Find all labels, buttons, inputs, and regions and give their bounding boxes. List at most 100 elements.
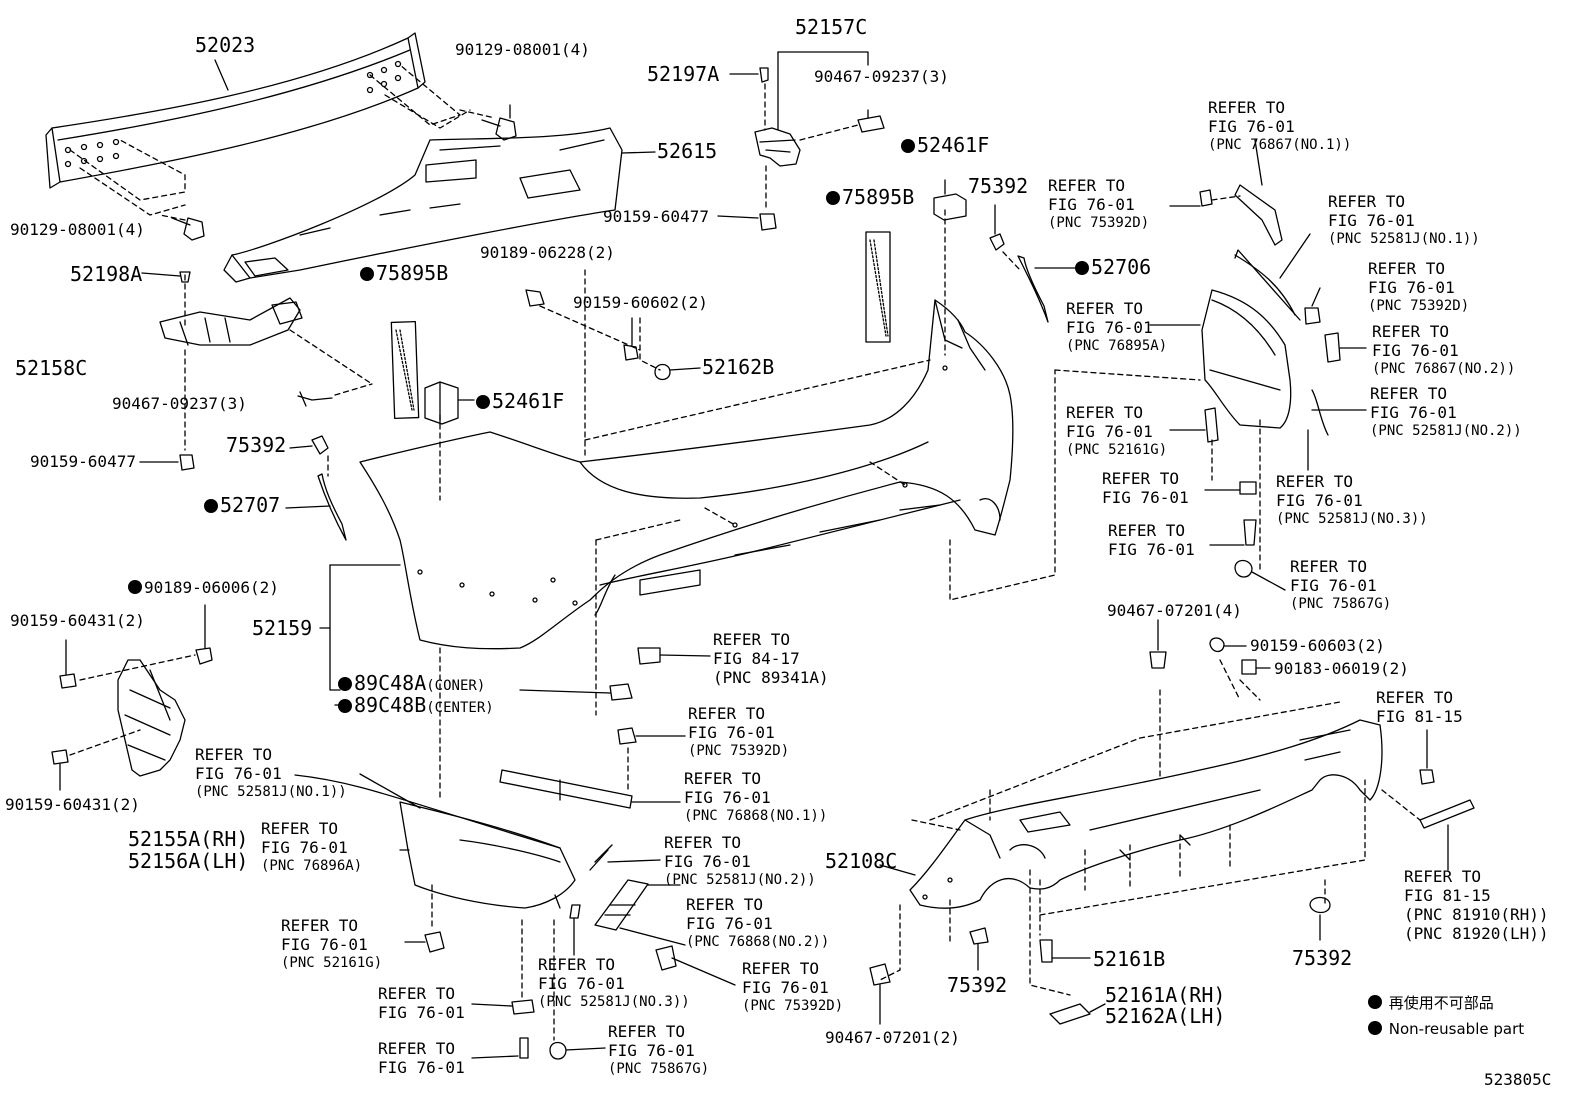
legend-ja: 再使用不可部品: [1368, 994, 1494, 1013]
non-reusable-mark: [128, 580, 142, 594]
rear-diffuser: [909, 719, 1383, 909]
bumper-cover: [359, 299, 1014, 650]
label-90159-60477-mid: 90159-60477: [603, 207, 709, 226]
label-90467-left: 90467-09237(3): [112, 394, 247, 413]
label-90467-07201-top: 90467-07201(4): [1107, 601, 1242, 620]
label-52023: 52023: [195, 33, 256, 57]
label-90129-top: 90129-08001(4): [455, 40, 590, 59]
label-75895b-left: 75895B: [360, 262, 448, 284]
reflector-75895b-mid: [865, 231, 891, 343]
non-reusable-mark: [826, 191, 840, 205]
label-52155a: 52155A(RH): [128, 827, 249, 851]
label-90159-60603: 90159-60603(2): [1250, 636, 1385, 655]
mudguard-liner: [1201, 249, 1301, 429]
label-89c48b: 89C48B(CENTER): [338, 694, 494, 719]
label-90189-06228: 90189-06228(2): [480, 243, 615, 262]
legend-en: Non-reusable part: [1368, 1020, 1524, 1039]
label-75392-top: 75392: [968, 174, 1029, 198]
bolt-90129-top: [481, 104, 517, 141]
non-reusable-mark: [204, 499, 218, 513]
non-reusable-mark: [360, 267, 374, 281]
non-reusable-mark: [338, 677, 352, 691]
non-reusable-mark: [1075, 261, 1089, 275]
label-52108c: 52108C: [825, 849, 898, 873]
non-reusable-mark: [901, 139, 915, 153]
side-bracket-left: [159, 297, 303, 346]
label-52156a: 52156A(LH): [128, 849, 249, 873]
label-52461f-top: 52461F: [901, 134, 989, 156]
label-52461f-left: 52461F: [476, 390, 564, 412]
label-52158c: 52158C: [15, 356, 88, 380]
label-75392-bot-right: 75392: [1292, 946, 1353, 970]
label-90159-60477-left: 90159-60477: [30, 452, 136, 471]
non-reusable-mark: [338, 699, 352, 713]
bolt-90129-left: [171, 217, 205, 241]
label-90467-top: 90467-09237(3): [814, 67, 949, 86]
label-90129-left: 90129-08001(4): [10, 220, 145, 239]
label-52162b: 52162B: [702, 355, 775, 379]
bumper-reinforcement: [45, 32, 426, 189]
center-bracket: [754, 127, 801, 167]
label-52161b: 52161B: [1093, 947, 1166, 971]
label-75392-bot-mid: 75392: [947, 973, 1008, 997]
label-52159: 52159: [252, 616, 313, 640]
energy-absorber: [223, 127, 623, 283]
reflector-75895b-left: [390, 320, 420, 420]
lower-garnish-left: [359, 773, 576, 909]
label-52707: 52707: [204, 494, 280, 516]
label-90159-60602: 90159-60602(2): [573, 293, 708, 312]
label-52162a: 52162A(LH): [1105, 1004, 1226, 1028]
label-52157c: 52157C: [795, 15, 868, 39]
label-90159-60431-top: 90159-60431(2): [10, 611, 145, 630]
seal-52461f-left: [424, 381, 459, 425]
label-75392-left: 75392: [226, 433, 287, 457]
label-52197a: 52197A: [647, 62, 720, 86]
label-52198a: 52198A: [70, 262, 143, 286]
label-52615: 52615: [657, 139, 718, 163]
label-90189-06006: 90189-06006(2): [128, 578, 279, 597]
label-75895b-mid: 75895B: [826, 186, 914, 208]
non-reusable-mark: [476, 395, 490, 409]
label-90183-06019: 90183-06019(2): [1274, 659, 1409, 678]
label-90159-60431-bot: 90159-60431(2): [5, 795, 140, 814]
rear-garnish-top: [1234, 184, 1283, 246]
side-retainer: [117, 659, 186, 777]
seal-52461f-top: [933, 193, 967, 221]
bolt-guides-top: [69, 64, 496, 221]
label-90467-07201-bot: 90467-07201(2): [825, 1028, 960, 1047]
non-reusable-mark: [1368, 995, 1382, 1009]
label-89c48a: 89C48A(CONER): [338, 672, 485, 697]
non-reusable-mark: [1368, 1021, 1382, 1035]
label-52706: 52706: [1075, 256, 1151, 278]
diagram-code: 523805C: [1484, 1070, 1552, 1089]
